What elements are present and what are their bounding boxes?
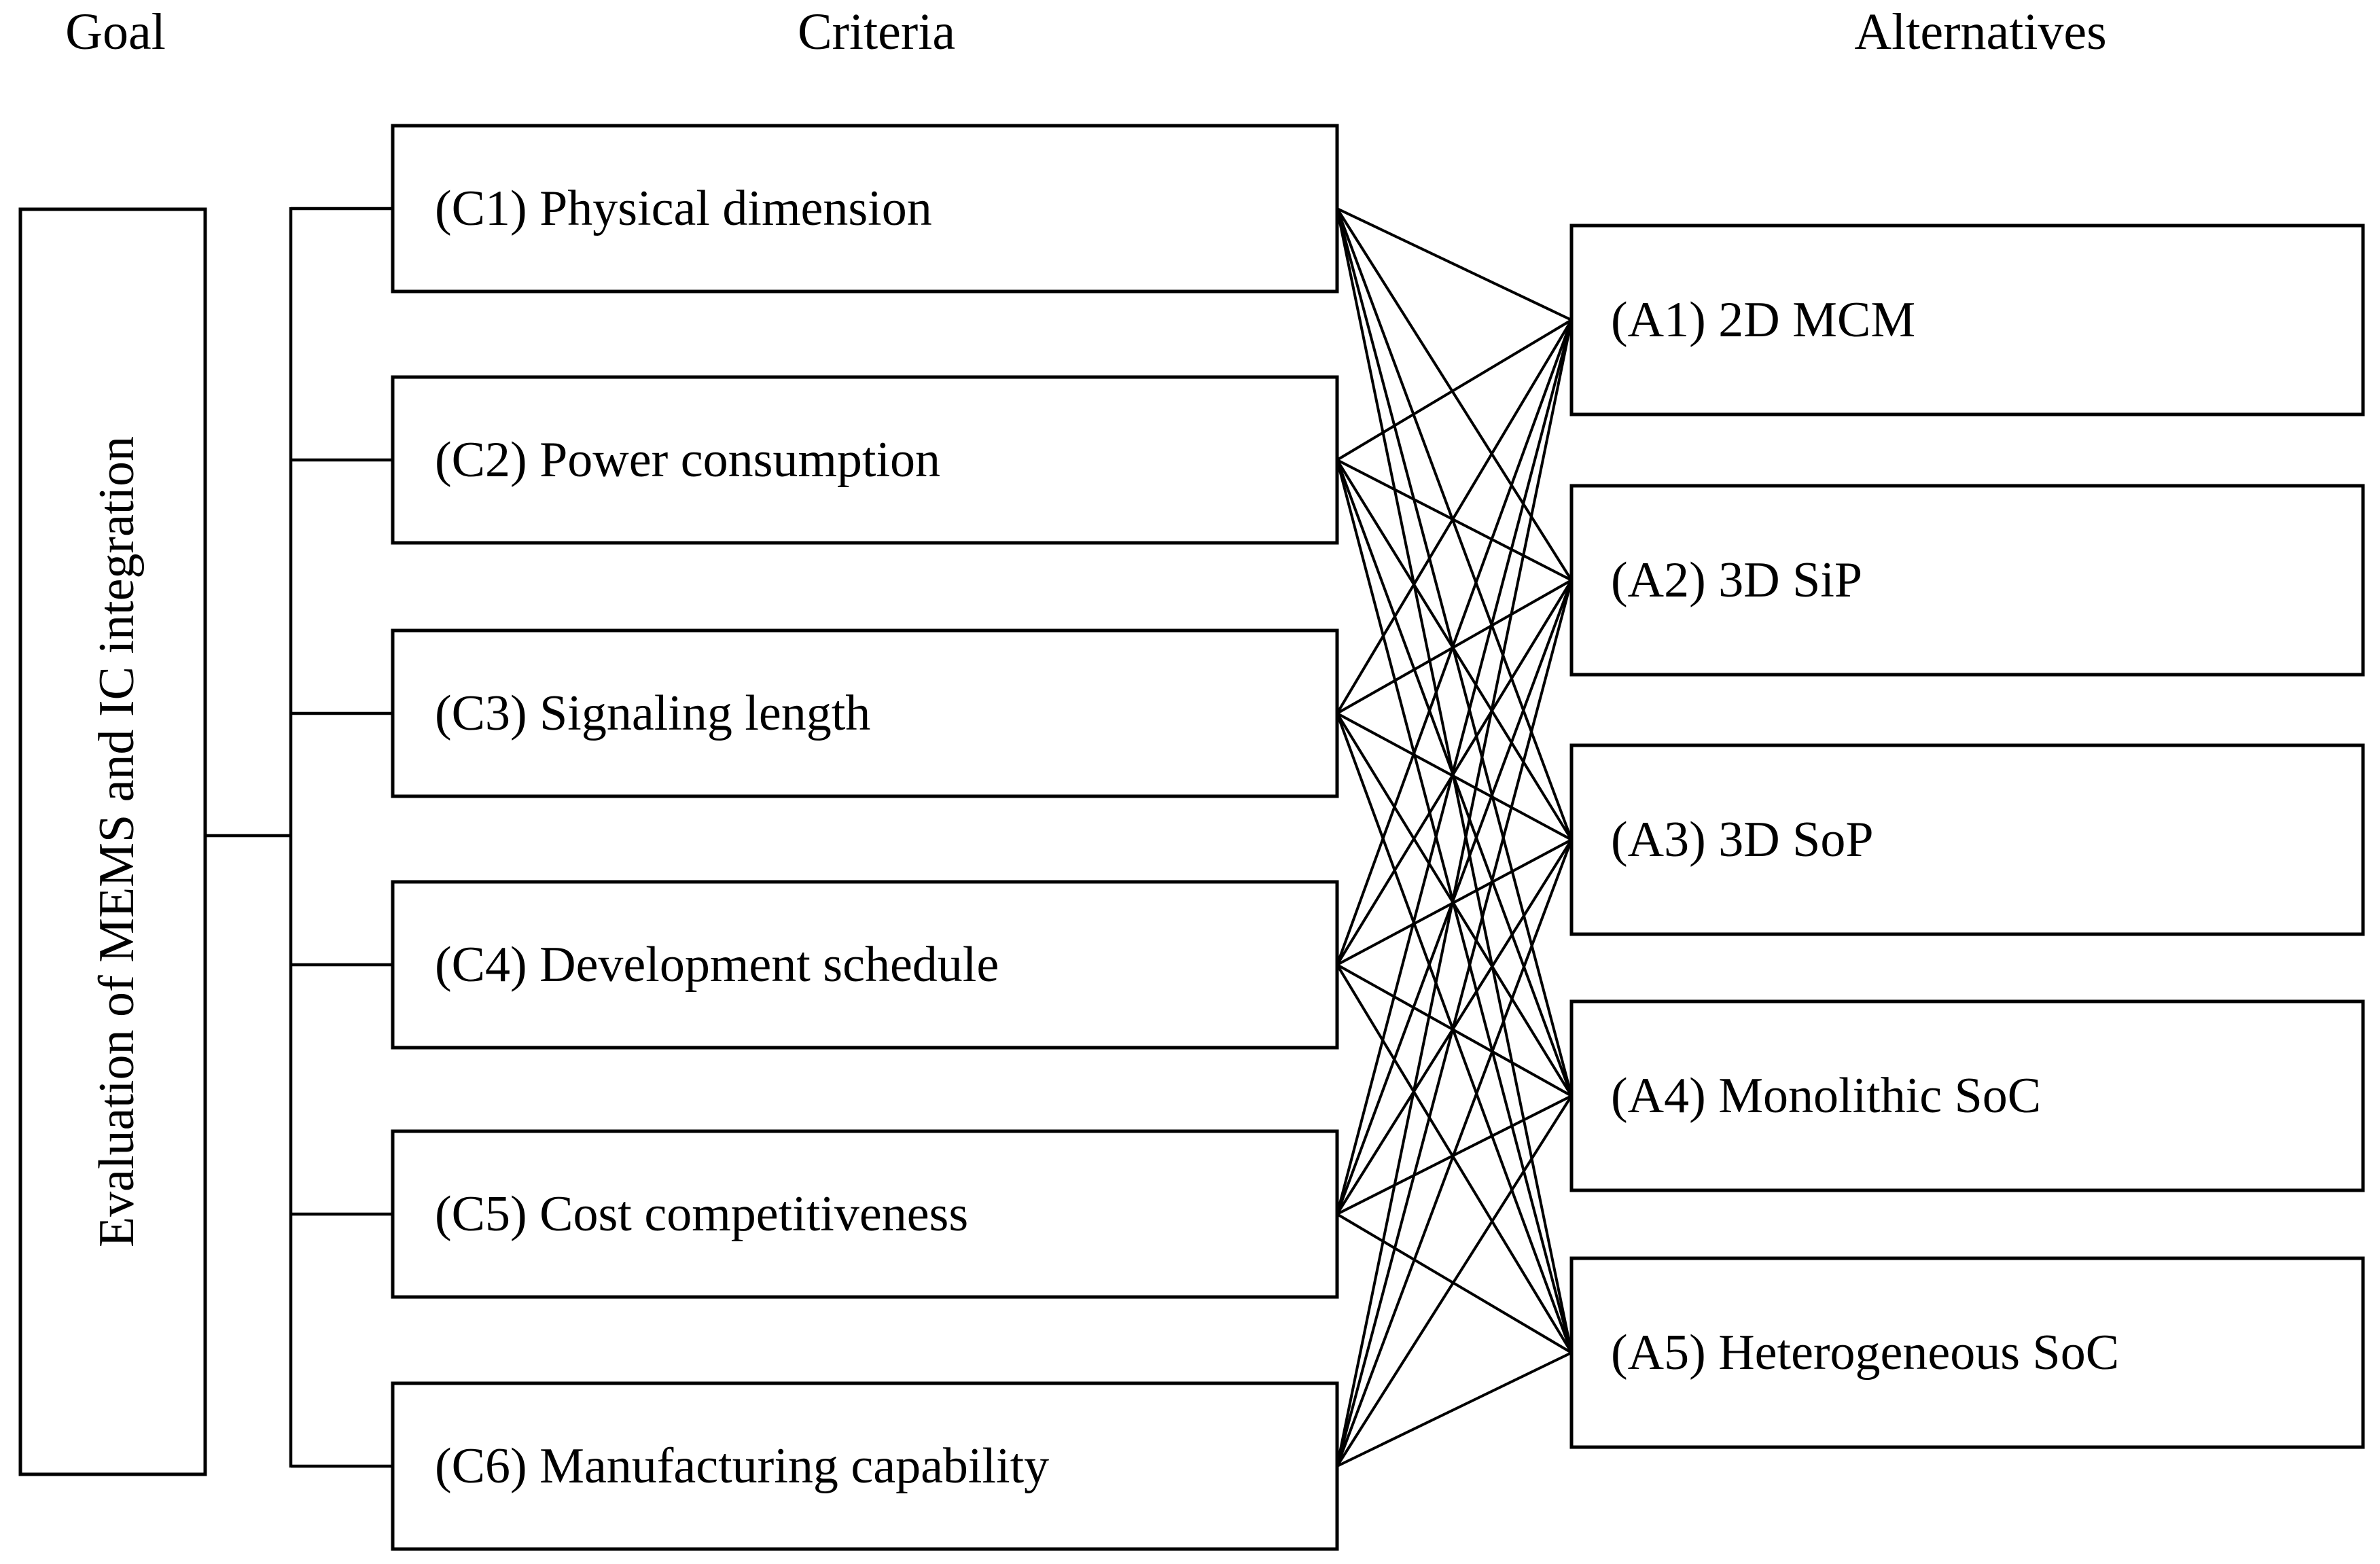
alternative-label: (A4) Monolithic SoC bbox=[1611, 1068, 2041, 1124]
alternative-box bbox=[1569, 743, 2365, 936]
link-c4-a4 bbox=[1336, 963, 1572, 1097]
link-c4-a2 bbox=[1336, 579, 1573, 966]
criterion-label: (C1) Physical dimension bbox=[435, 181, 932, 236]
link-c6-a1 bbox=[1336, 319, 1573, 1467]
alternative-label: (A3) 3D SoP bbox=[1611, 812, 1873, 868]
link-c4-a5 bbox=[1336, 963, 1573, 1354]
criterion-node-development-schedule: (C4) Development schedule bbox=[391, 880, 1339, 1050]
link-c3-a5 bbox=[1336, 713, 1573, 1353]
goal-node: Evaluation of MEMS and IC integration bbox=[18, 207, 207, 1476]
link-c3-a1 bbox=[1336, 319, 1573, 715]
alternative-node-3d-sop: (A3) 3D SoP bbox=[1569, 743, 2365, 936]
alternative-node-monolithic-soc: (A4) Monolithic SoC bbox=[1569, 999, 2365, 1192]
criterion-box bbox=[391, 1129, 1339, 1299]
goal-criteria-connector bbox=[205, 207, 393, 1468]
criterion-box bbox=[391, 1381, 1339, 1551]
criterion-label: (C6) Manufacturing capability bbox=[435, 1438, 1049, 1494]
goal-header: Goal bbox=[65, 3, 166, 60]
criterion-box bbox=[391, 880, 1339, 1050]
alternatives-header: Alternatives bbox=[1854, 3, 2106, 60]
criteria-column: (C1) Physical dimension (C2) Power consum… bbox=[391, 124, 1339, 1551]
alternative-box bbox=[1569, 1256, 2365, 1449]
alternative-box bbox=[1569, 484, 2365, 677]
link-c5-a1 bbox=[1336, 319, 1573, 1215]
link-c6-a4 bbox=[1336, 1095, 1573, 1468]
criterion-label: (C3) Signaling length bbox=[435, 686, 870, 741]
criterion-label: (C2) Power consumption bbox=[435, 432, 940, 488]
link-c3-a3 bbox=[1336, 712, 1572, 841]
link-c4-a3 bbox=[1336, 838, 1572, 966]
alternative-box bbox=[1569, 999, 2365, 1192]
criterion-box bbox=[391, 628, 1339, 798]
alternative-label: (A2) 3D SiP bbox=[1611, 552, 1862, 608]
link-c2-a3 bbox=[1336, 459, 1573, 841]
criteria-alternative-links bbox=[1336, 207, 1573, 1468]
link-c6-a5 bbox=[1336, 1351, 1572, 1468]
criteria-header: Criteria bbox=[798, 3, 955, 60]
alternatives-column: (A1) 2D MCM (A2) 3D SiP (A3) 3D SoP (A4) Mo… bbox=[1569, 224, 2365, 1449]
criterion-label: (C5) Cost competitiveness bbox=[435, 1186, 968, 1242]
criterion-box bbox=[391, 124, 1339, 294]
alternative-label: (A5) Heterogeneous SoC bbox=[1611, 1325, 2119, 1381]
alternative-node-3d-sip: (A2) 3D SiP bbox=[1569, 484, 2365, 677]
criterion-node-manufacturing-capability: (C6) Manufacturing capability bbox=[391, 1381, 1339, 1551]
goal-box bbox=[18, 207, 207, 1476]
criterion-box bbox=[391, 375, 1339, 545]
link-c6-a2 bbox=[1336, 580, 1573, 1467]
criterion-node-cost-competitiveness: (C5) Cost competitiveness bbox=[391, 1129, 1339, 1299]
link-c3-a4 bbox=[1336, 712, 1573, 1097]
link-c6-a3 bbox=[1336, 839, 1573, 1467]
alternative-label: (A1) 2D MCM bbox=[1611, 292, 1915, 348]
link-c3-a2 bbox=[1336, 579, 1572, 715]
criterion-node-signaling-length: (C3) Signaling length bbox=[391, 628, 1339, 798]
alternative-box bbox=[1569, 224, 2365, 416]
link-c2-a1 bbox=[1336, 319, 1573, 461]
alternative-node-heterogeneous-soc: (A5) Heterogeneous SoC bbox=[1569, 1256, 2365, 1449]
link-c2-a2 bbox=[1336, 459, 1572, 582]
alternative-node-2d-mcm: (A1) 2D MCM bbox=[1569, 224, 2365, 416]
link-c4-a1 bbox=[1336, 319, 1573, 965]
link-c1-a2 bbox=[1336, 207, 1573, 582]
criterion-label: (C4) Development schedule bbox=[435, 937, 999, 993]
criterion-node-power-consumption: (C2) Power consumption bbox=[391, 375, 1339, 545]
criterion-node-physical-dimension: (C1) Physical dimension bbox=[391, 124, 1339, 294]
link-c1-a1 bbox=[1336, 207, 1572, 321]
goal-label: Evaluation of MEMS and IC integration bbox=[89, 436, 145, 1247]
link-c1-a3 bbox=[1336, 208, 1573, 840]
